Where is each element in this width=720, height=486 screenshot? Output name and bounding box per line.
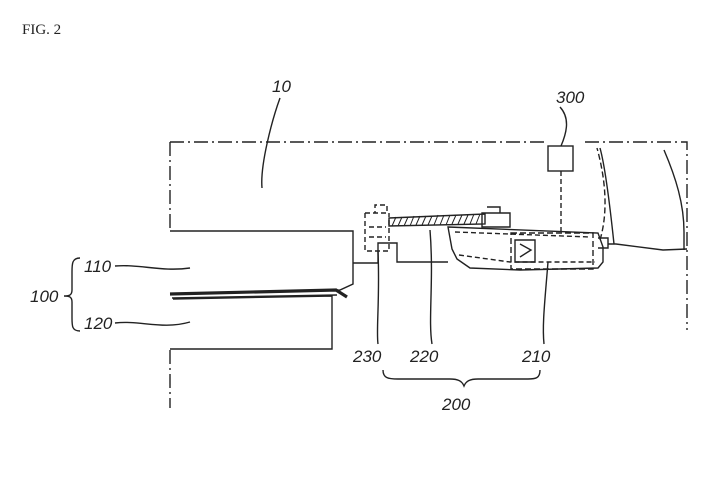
label-10: 10 <box>272 77 291 96</box>
leader-220 <box>429 229 433 345</box>
label-210: 210 <box>521 347 551 366</box>
label-300: 300 <box>556 88 585 107</box>
lead-screw-220 <box>388 213 486 227</box>
label-110: 110 <box>84 257 112 276</box>
label-120: 120 <box>84 314 113 333</box>
housing-step <box>353 242 448 264</box>
door-curve-dashed <box>596 147 606 241</box>
leader-300 <box>559 106 568 147</box>
brace-200 <box>382 369 541 388</box>
motor-dashed-box <box>510 232 594 270</box>
tray-separator-thick <box>169 288 348 299</box>
body-frame-outline <box>169 141 688 408</box>
leader-120 <box>114 321 191 326</box>
leader-110 <box>114 264 191 270</box>
tray-120 <box>170 295 333 350</box>
label-100: 100 <box>30 287 59 306</box>
screw-nut <box>481 206 511 228</box>
lead-screw-thread <box>391 213 481 227</box>
door-outer-curve <box>663 149 685 250</box>
brace-100 <box>63 257 81 332</box>
tray-110 <box>170 230 354 295</box>
motor-window <box>514 239 536 263</box>
figure-caption: FIG. 2 <box>22 22 62 38</box>
leader-230 <box>376 250 380 345</box>
door-curve-solid <box>599 147 615 245</box>
sensor-300 <box>547 145 574 172</box>
leader-210 <box>542 261 549 345</box>
gear-230 <box>364 204 390 252</box>
door-contour <box>608 243 688 251</box>
label-220: 220 <box>409 347 439 366</box>
leader-10 <box>261 97 281 189</box>
label-230: 230 <box>352 347 382 366</box>
motor-side-bracket <box>598 237 609 249</box>
tray-separator-thin <box>171 294 338 299</box>
motor-housing-inner-dashed <box>454 231 595 263</box>
label-200: 200 <box>441 395 471 414</box>
